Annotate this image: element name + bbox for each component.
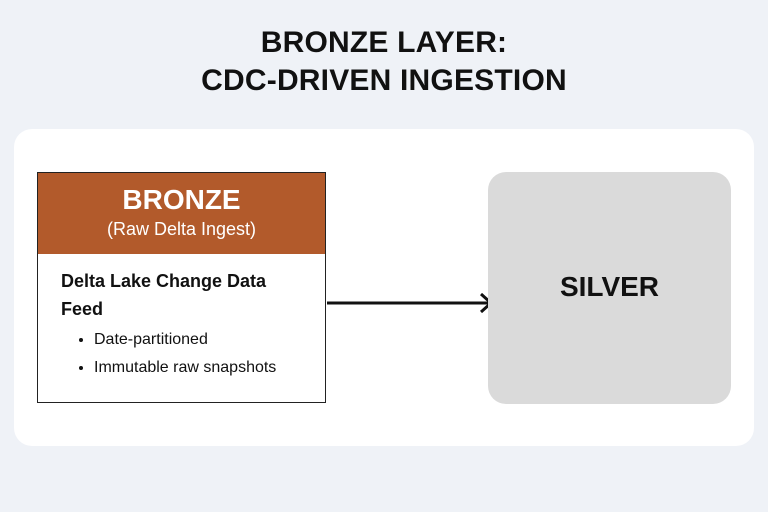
bronze-node-header: BRONZE (Raw Delta Ingest) <box>38 173 325 254</box>
bronze-bullet-item: Date-partitioned <box>94 326 315 354</box>
bronze-node: BRONZE (Raw Delta Ingest) Delta Lake Cha… <box>37 172 326 403</box>
bronze-bullet-list: Date-partitioned Immutable raw snapshots <box>61 326 315 382</box>
title-line-2: CDC-DRIVEN INGESTION <box>201 64 567 97</box>
silver-node: SILVER <box>488 172 731 404</box>
silver-node-label: SILVER <box>559 271 660 302</box>
bronze-node-body: Delta Lake Change Data Feed Date-partiti… <box>38 254 325 382</box>
flow-arrow <box>327 293 494 313</box>
bronze-node-subtitle: (Raw Delta Ingest) <box>106 219 257 239</box>
bronze-node-title: BRONZE <box>122 184 241 215</box>
bronze-feed-heading: Delta Lake Change Data Feed <box>61 271 267 319</box>
bronze-bullet-item: Immutable raw snapshots <box>94 354 315 382</box>
page-title: BRONZE LAYER: CDC-DRIVEN INGESTION <box>0 24 768 100</box>
title-line-1: BRONZE LAYER: <box>260 26 508 59</box>
